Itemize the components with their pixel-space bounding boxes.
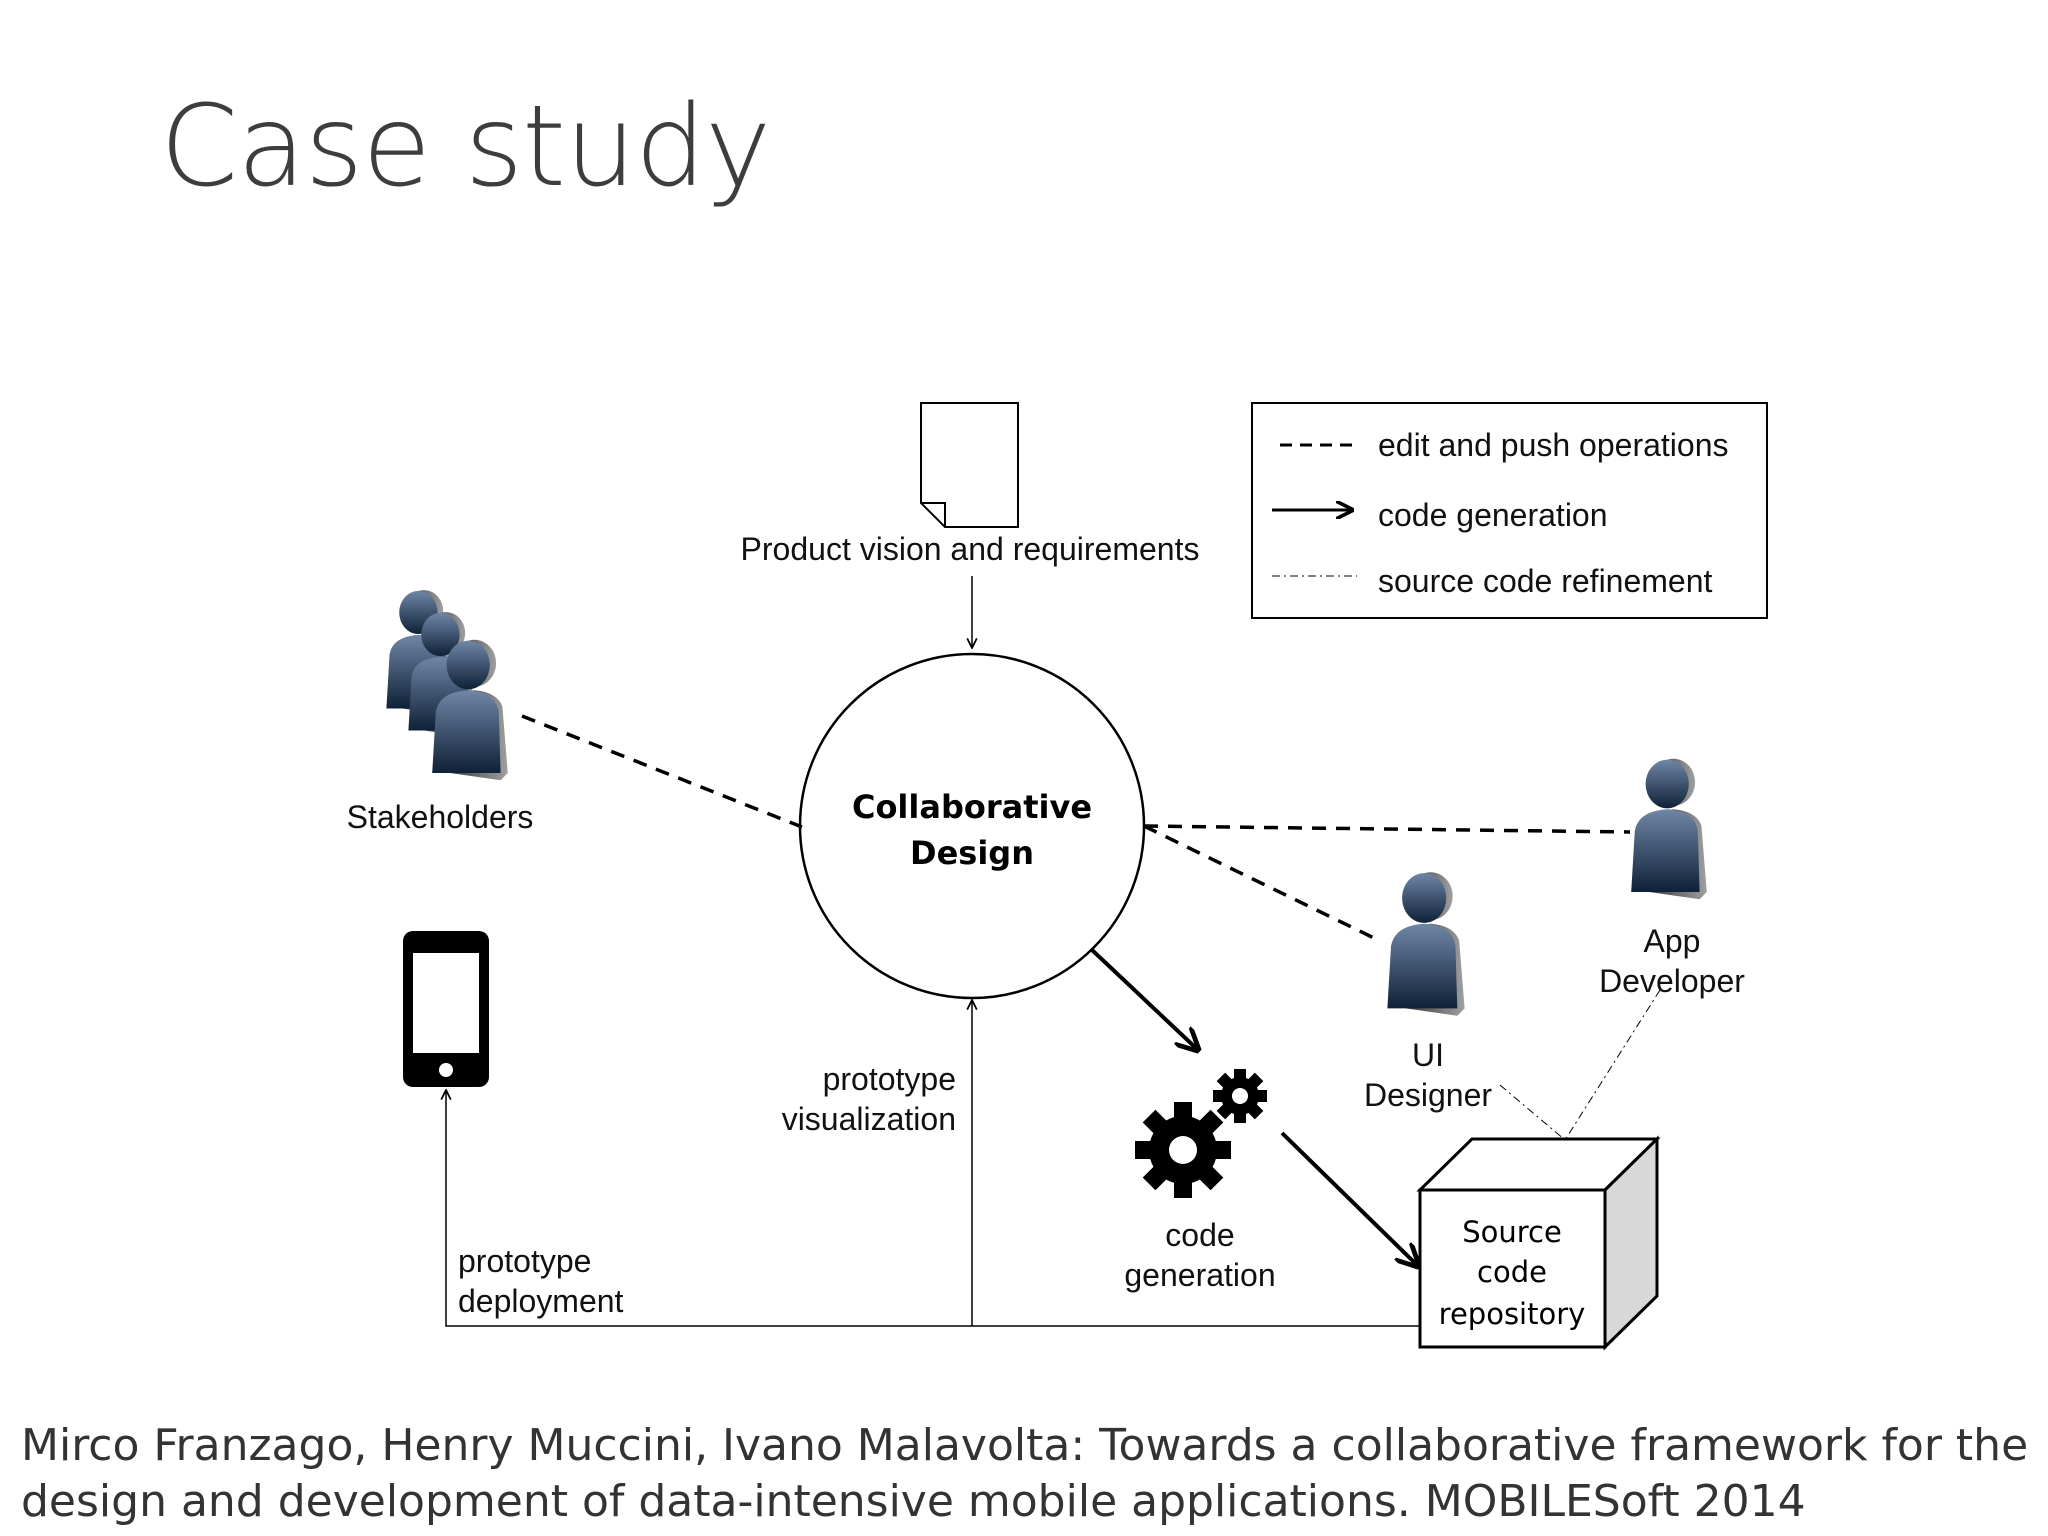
stakeholders-icon xyxy=(386,590,508,781)
repository-label: Source xyxy=(1462,1215,1562,1249)
code-generation-arrow xyxy=(1280,1131,1418,1266)
document-icon xyxy=(920,402,1019,528)
center-label-line2: Design xyxy=(910,834,1034,872)
stakeholders-label: Stakeholders xyxy=(347,799,534,835)
app-developer-label: App xyxy=(1644,923,1701,959)
stakeholders-dashed-link xyxy=(521,714,803,829)
ui-designer-dashed-link xyxy=(1143,824,1379,942)
prototype-visualization-label: prototype xyxy=(823,1061,956,1097)
citation: Mirco Franzago, Henry Muccini, Ivano Mal… xyxy=(21,1418,2029,1530)
prototype-deployment-label: prototype xyxy=(458,1243,591,1279)
ui-designer-label: UI xyxy=(1412,1037,1444,1073)
code-generation-label: generation xyxy=(1124,1257,1275,1293)
legend-label: code generation xyxy=(1378,497,1608,533)
prototype-deployment-label: deployment xyxy=(458,1283,624,1319)
code-generation-label: code xyxy=(1165,1217,1234,1253)
document-label: Product vision and requirements xyxy=(741,531,1200,567)
legend-label: source code refinement xyxy=(1378,563,1713,599)
repository-label: repository xyxy=(1439,1297,1586,1331)
gears-icon xyxy=(1135,1069,1267,1198)
legend: edit and push operations code generation… xyxy=(1251,402,1768,619)
center-label-line1: Collaborative xyxy=(852,788,1092,826)
slide-title: Case study xyxy=(160,82,771,212)
user-icon xyxy=(1387,872,1465,1016)
app-developer-dashed-link xyxy=(1143,824,1631,834)
collaborative-design-circle xyxy=(798,652,1146,1000)
citation-line: Mirco Franzago, Henry Muccini, Ivano Mal… xyxy=(21,1420,2029,1471)
refinement-link-ui-designer xyxy=(1499,1084,1566,1141)
app-developer-label: Developer xyxy=(1599,963,1745,999)
legend-label: edit and push operations xyxy=(1378,427,1728,463)
smartphone-icon xyxy=(403,931,489,1087)
code-generation-arrow xyxy=(1090,948,1198,1050)
prototype-visualization-label: visualization xyxy=(782,1101,956,1137)
ui-designer-label: Designer xyxy=(1364,1077,1492,1113)
citation-line: design and development of data-intensive… xyxy=(21,1476,1806,1527)
prototype-path xyxy=(446,1090,1420,1327)
cube-icon xyxy=(1416,1135,1661,1351)
refinement-link-app-developer xyxy=(1564,989,1661,1141)
user-icon xyxy=(1631,758,1707,900)
repository-label: code xyxy=(1477,1255,1547,1289)
